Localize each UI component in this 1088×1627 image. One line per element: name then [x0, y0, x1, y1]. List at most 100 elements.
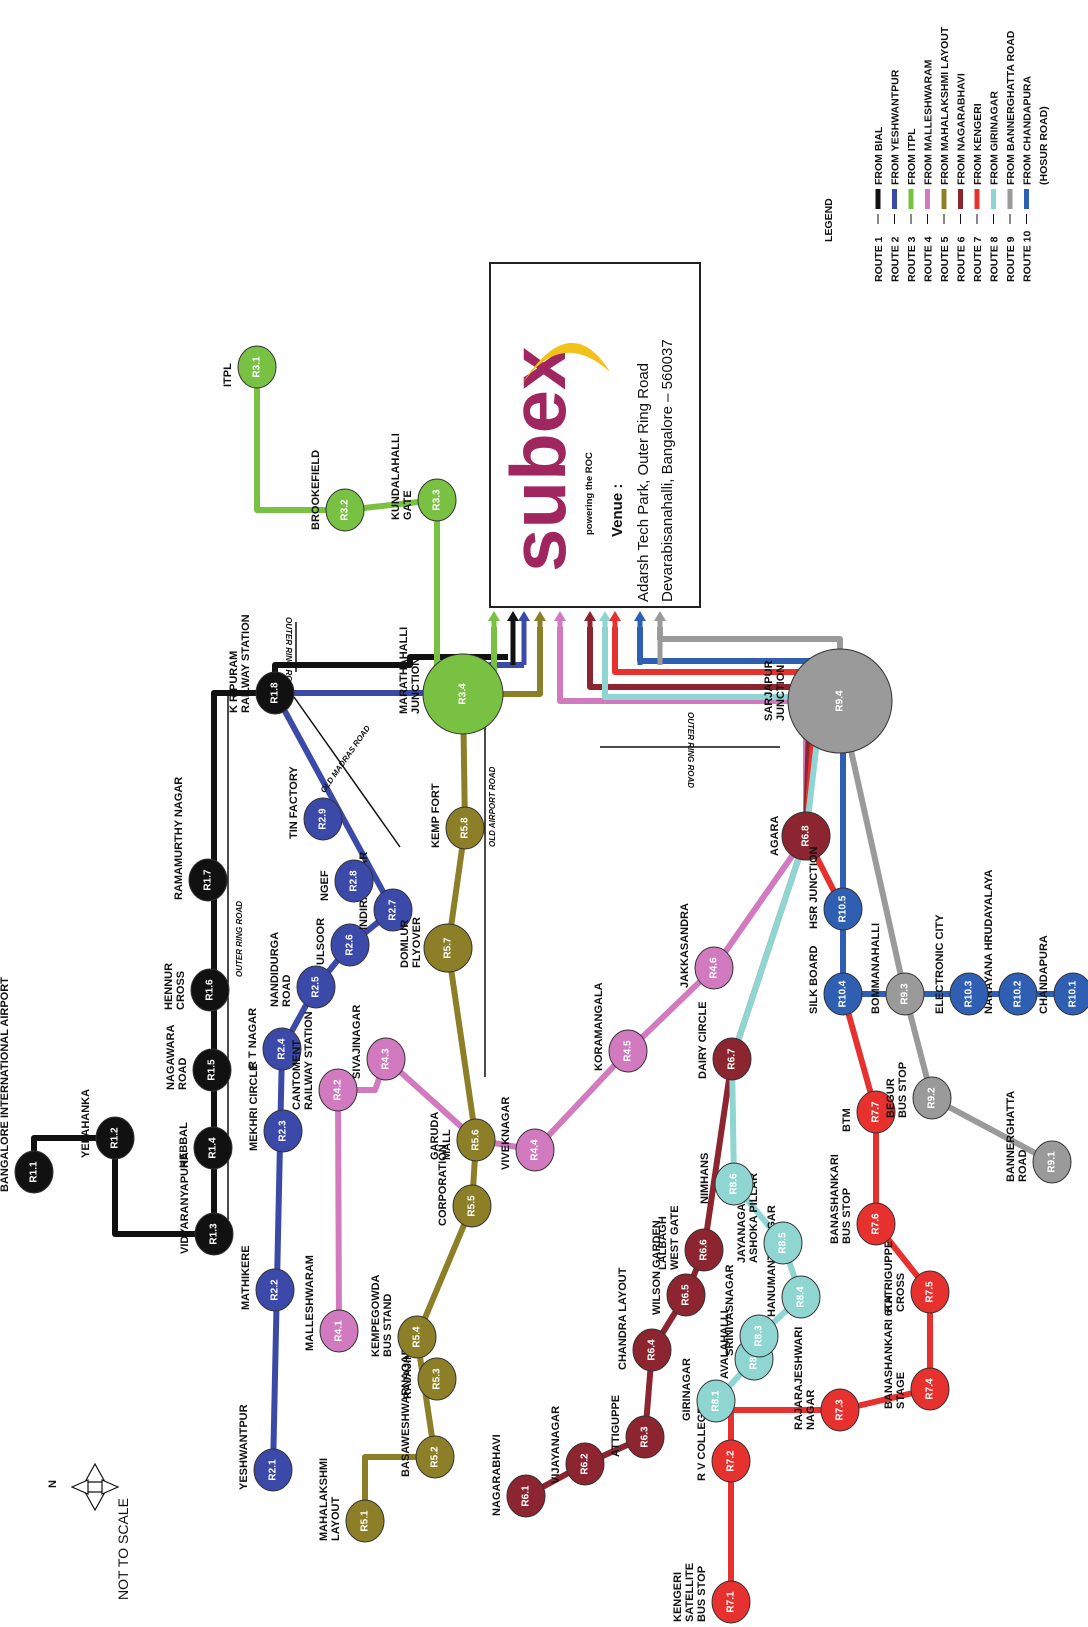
stop-label: RAMAMURTHY NAGAR [173, 777, 185, 900]
stop-code: R4.4 [530, 1139, 541, 1161]
stop-marker [910, 1270, 950, 1314]
outer-ring-road-label-2: OUTER RING ROAD [235, 901, 244, 977]
stop-label: R T NAGAR [247, 1008, 259, 1069]
route-4-line [335, 627, 809, 1332]
stop-marker [949, 972, 989, 1016]
stop-code: R2.3 [278, 1120, 289, 1142]
stop-marker [237, 345, 277, 389]
stop-label: NAGARABHAVI [491, 1434, 503, 1516]
stop-code: R3.4 [458, 683, 469, 705]
stop-marker [422, 653, 504, 735]
stop-code: R9.4 [835, 690, 846, 712]
stop-code: R3.3 [432, 489, 443, 511]
stop-r2-4[interactable]: R2.4R T NAGAR [247, 1008, 302, 1071]
stop-r1-1[interactable]: R1.1BIALBANGALORE INTERNATIONAL AIRPORT [0, 977, 54, 1194]
stop-label: FLYOVER [411, 917, 423, 968]
stop-code: R7.4 [925, 1378, 936, 1400]
stop-label: KEMPEGOWDA [370, 1274, 382, 1357]
legend-desc-1: FROM BIAL [873, 126, 885, 185]
stop-code: R2.8 [349, 870, 360, 892]
logo-tagline: powering the ROC [584, 452, 595, 535]
stop-label: ATTIGUPPE [610, 1395, 622, 1457]
legend-desc-5: FROM MAHALAKSHMI LAYOUT [939, 26, 951, 185]
stop-code: R9.1 [1047, 1151, 1058, 1173]
stop-code: R1.3 [209, 1223, 220, 1245]
stop-code: R2.2 [270, 1279, 281, 1301]
stop-code: R10.3 [964, 980, 975, 1007]
stop-r7-2[interactable]: R7.2R V COLLEGE [696, 1406, 751, 1483]
stop-label: GATE [402, 490, 414, 520]
stop-marker [998, 972, 1038, 1016]
stop-label: NAGAWARA [165, 1025, 177, 1090]
arrow-head [609, 611, 621, 621]
stop-marker [515, 1128, 555, 1172]
stop-code: R10.5 [838, 895, 849, 922]
stop-label: ROAD [281, 975, 293, 1007]
stop-code: R5.7 [443, 937, 454, 959]
stop-label: SARJAPUR [763, 660, 775, 721]
stop-label: BUS STOP [841, 1188, 853, 1244]
legend-route-5: ROUTE 5 [939, 236, 951, 282]
stop-marker [445, 806, 485, 850]
